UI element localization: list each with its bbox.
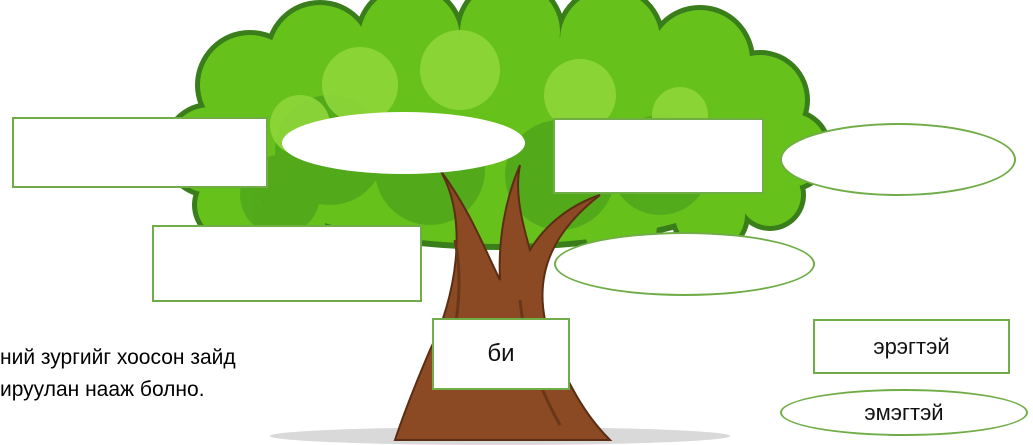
instruction-text: ний зургийг хоосон зайд ируулан нааж бол… [0,336,340,406]
top-center-oval-slot[interactable] [282,112,525,174]
male-label-card[interactable]: эрэгтэй [813,319,1010,374]
top-right-rect-slot[interactable] [553,118,764,194]
female-label-card[interactable]: эмэгтэй [780,389,1028,436]
middle-right-oval-slot[interactable] [554,232,815,296]
middle-left-rect-slot[interactable] [152,225,422,302]
instruction-line-2: ируулан нааж болно. [0,378,205,401]
top-left-rect-slot[interactable] [12,117,268,188]
self-label-card[interactable]: би [432,318,570,390]
right-oval-slot[interactable] [780,123,1016,196]
instruction-line-1: ний зургийг хоосон зайд [0,346,236,369]
